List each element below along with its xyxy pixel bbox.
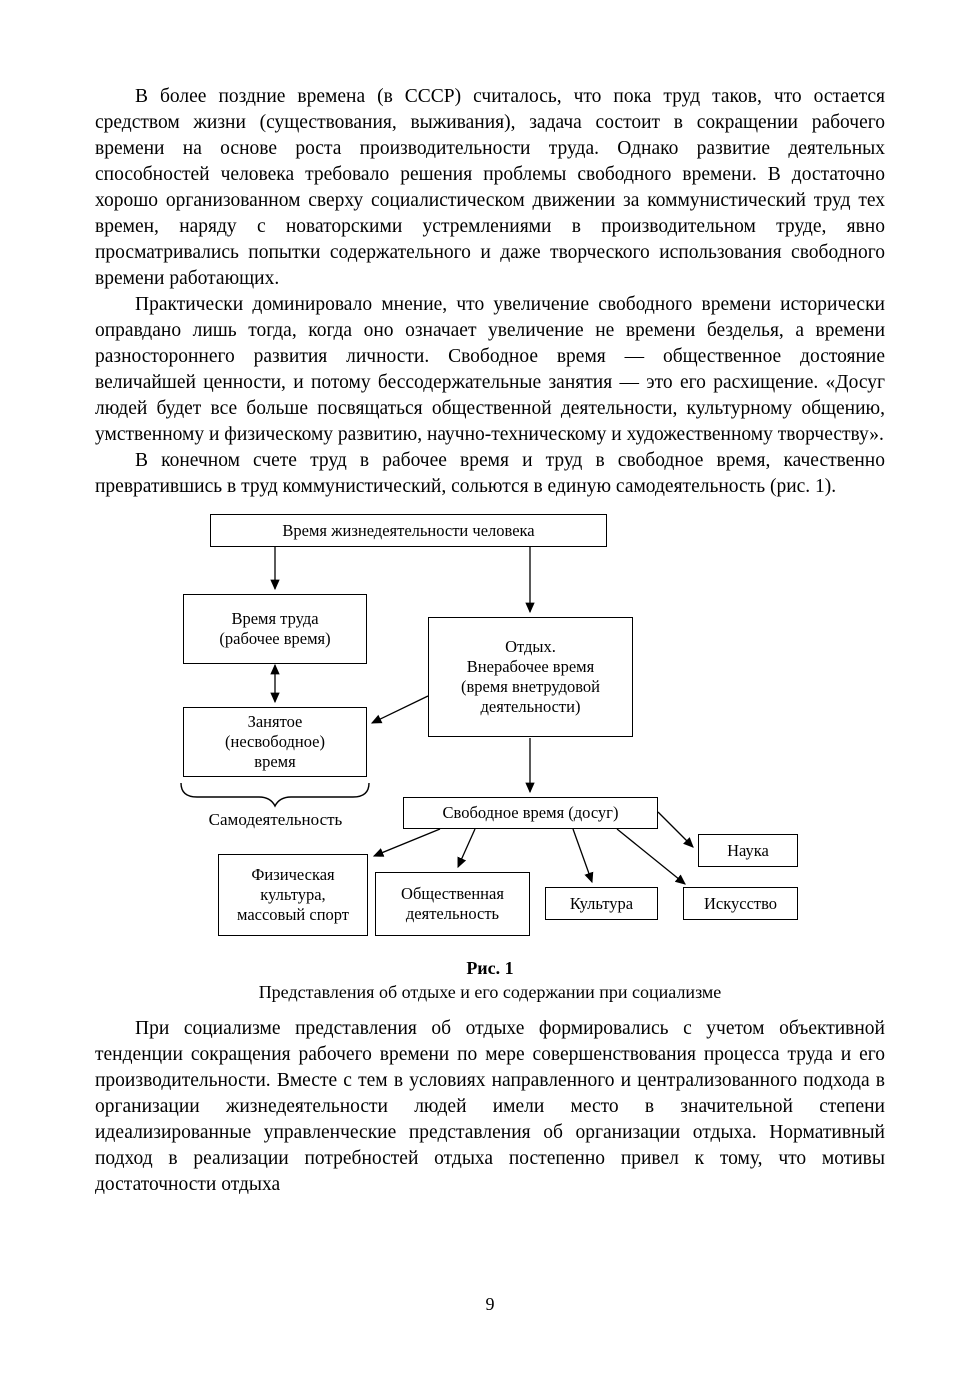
diagram-box-culture: Культура — [545, 887, 658, 920]
arrow-free-to-social — [457, 828, 476, 869]
diagram-box-rest: Отдых. Внерабочее время (время внетрудов… — [428, 617, 633, 737]
brace-label-self-activity: Самодеятельность — [208, 810, 343, 829]
figure-caption-text: Представления об отдыхе и его содержании… — [258, 982, 722, 1002]
figure-caption-label: Рис. 1 — [466, 958, 514, 978]
figure-1: Время жизнедеятельности человека Время т… — [95, 512, 885, 1004]
diagram-box-art: Искусство — [683, 887, 798, 920]
arrow-free-to-science — [657, 811, 694, 848]
diagram-box-free-time: Свободное время (досуг) — [403, 797, 658, 829]
diagram-box-busy-time: Занятое (несвободное) время — [183, 707, 367, 777]
paragraph-1: В более поздние времена (в СССР) считало… — [95, 86, 885, 289]
paragraph-2: Практически доминировало мнение, что уве… — [95, 294, 885, 445]
arrow-free-to-art — [616, 828, 686, 885]
page-number: 9 — [485, 1294, 495, 1314]
diagram-box-work-time: Время труда (рабочее время) — [183, 594, 367, 664]
figure-caption: Рис. 1 Представления об отдыхе и его сод… — [95, 956, 885, 1004]
diagram-box-life-time: Время жизнедеятельности человека — [210, 514, 607, 547]
diagram-arrows — [180, 547, 694, 885]
diagram-box-science: Наука — [698, 834, 798, 867]
diagram-rest-structure: Время жизнедеятельности человека Время т… — [95, 512, 885, 952]
arrow-free-to-physical — [372, 828, 441, 857]
paragraph-4: При социализме представления об отдыхе ф… — [95, 1018, 885, 1195]
diagram-box-social-activity: Общественная деятельность — [375, 872, 530, 936]
arrow-rest-to-busy — [370, 695, 429, 724]
arrow-free-to-culture — [572, 828, 594, 884]
brace-self-activity — [180, 782, 370, 808]
diagram-box-physical-culture: Физическая культура, массовый спорт — [218, 854, 368, 936]
paragraph-3: В конечном счете труд в рабочее время и … — [95, 450, 885, 497]
